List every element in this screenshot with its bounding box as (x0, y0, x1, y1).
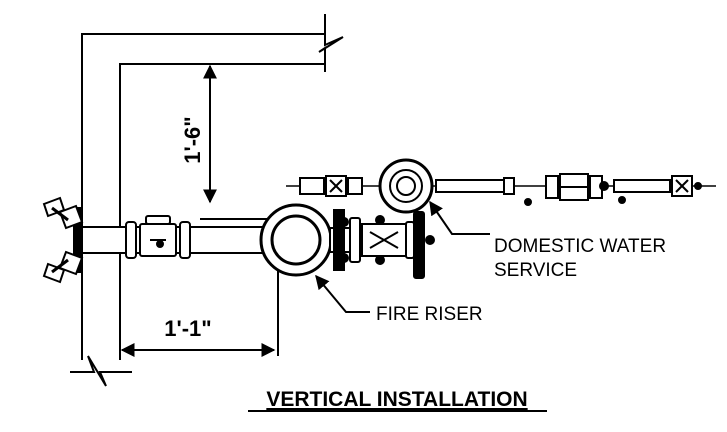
wall-outer-face (81, 33, 325, 360)
callout-fire-riser: FIRE RISER (376, 304, 483, 325)
dimension-vertical-label: 1'-6" (180, 116, 205, 163)
riser-valve-assembly (329, 209, 435, 279)
callout-domestic-water-line1: DOMESTIC WATER (494, 236, 666, 257)
diagram-title: VERTICAL INSTALLATION (266, 388, 527, 411)
callout-domestic-water-line2: SERVICE (494, 260, 577, 281)
fire-riser-symbol (259, 203, 333, 277)
callout-domestic-leader (429, 200, 490, 235)
callout-fire-riser-leader (315, 274, 370, 313)
fire-department-connection (42, 196, 84, 284)
fire-pipe (81, 215, 269, 259)
wall-break-bottom (70, 355, 132, 387)
dimension-vertical (200, 64, 272, 220)
wall-break-top (318, 14, 344, 72)
wall-inner-face (119, 63, 325, 360)
domestic-water-line (286, 158, 716, 214)
dimension-horizontal-label: 1'-1" (164, 316, 211, 341)
